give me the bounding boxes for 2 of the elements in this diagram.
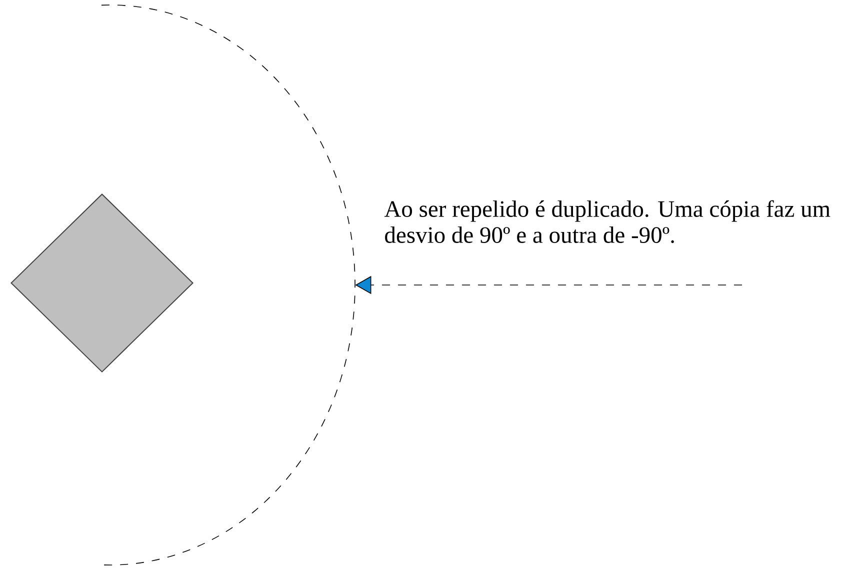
- dashed-arc: [101, 4, 356, 566]
- note-text: Ao ser repelido é duplicado. Uma cópia faz um desvio de 90º e a outra de -90º.: [384, 200, 830, 244]
